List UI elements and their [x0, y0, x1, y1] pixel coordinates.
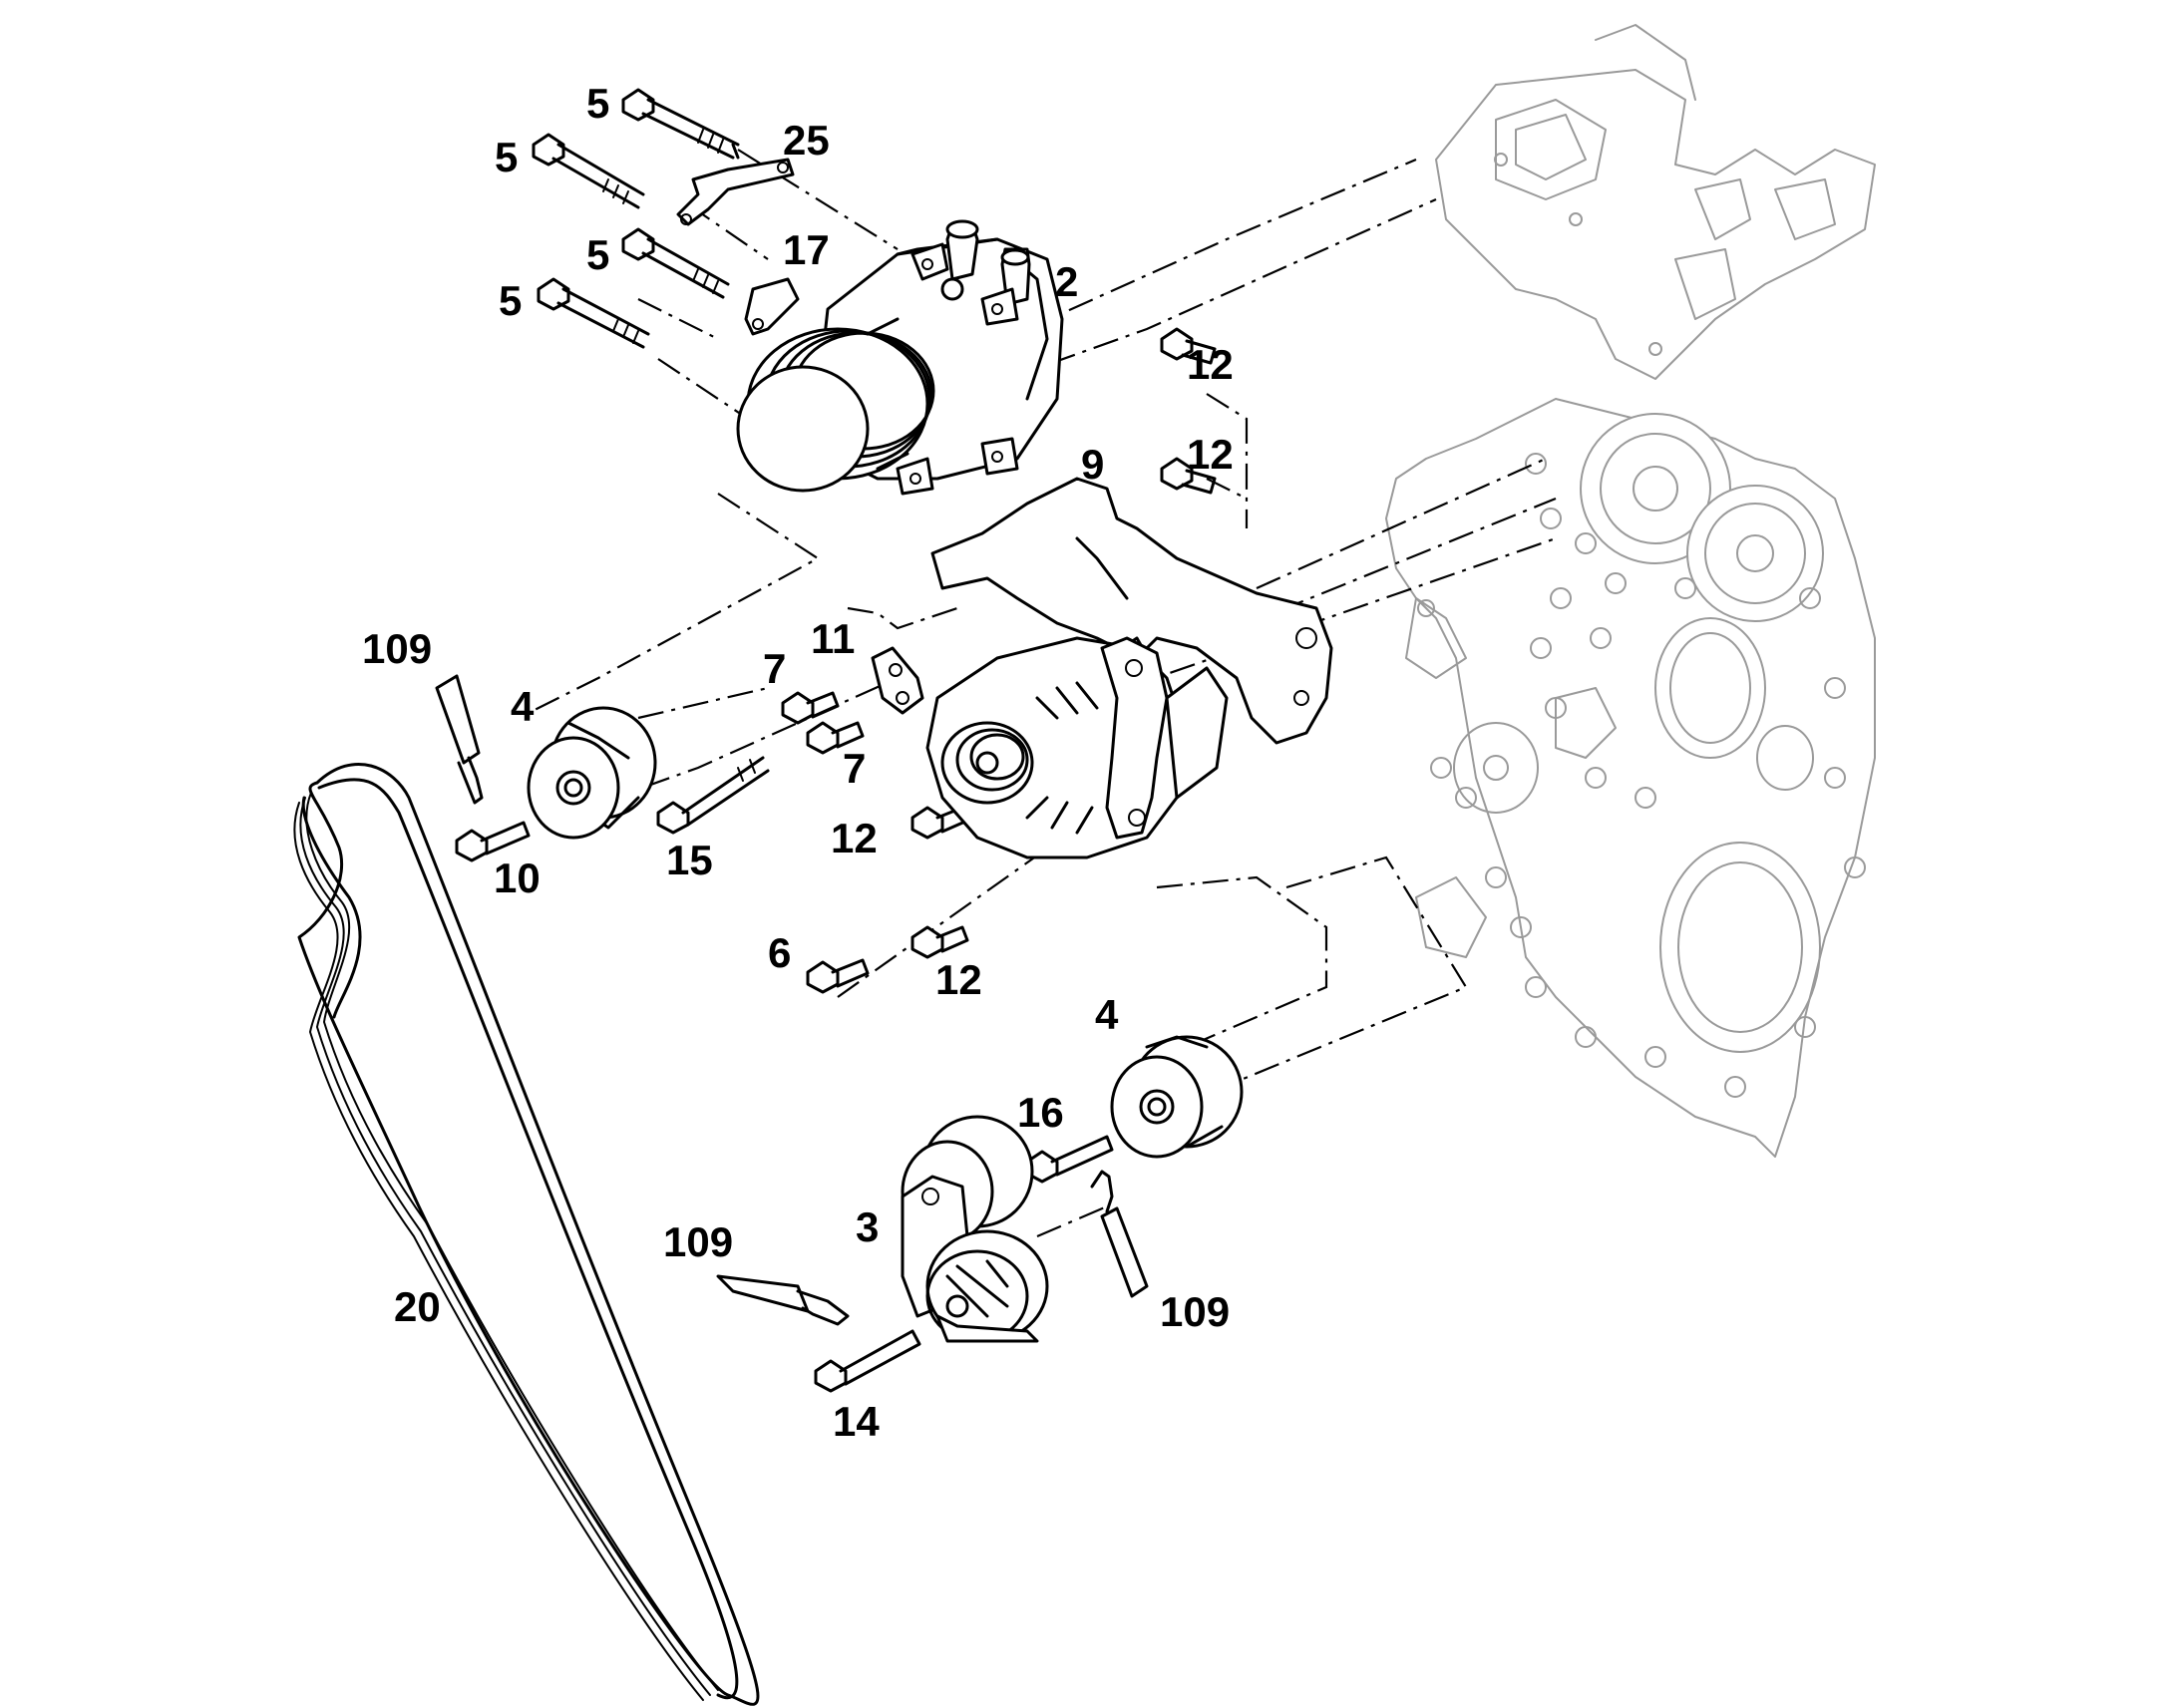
callout-6: 6: [768, 929, 791, 976]
bolt-14[interactable]: [814, 1329, 921, 1393]
sealant-tube-109-c[interactable]: [1090, 1170, 1149, 1298]
bolt-6[interactable]: [806, 958, 870, 994]
bolt-12-b[interactable]: [1160, 457, 1217, 495]
bolt-10[interactable]: [455, 821, 531, 862]
callout-labels: 5 5 5 5 25 17 2 12 12 9 11 7 7 109 4 10 …: [362, 80, 1234, 1445]
bolt-7-a[interactable]: [781, 691, 840, 725]
bolt-5-c[interactable]: [621, 227, 730, 299]
callout-15: 15: [666, 837, 713, 883]
callout-3: 3: [856, 1203, 879, 1250]
callout-4a: 4: [511, 683, 535, 730]
callout-109c: 109: [1160, 1288, 1230, 1335]
bolt-5-b[interactable]: [532, 133, 645, 209]
callout-109a: 109: [362, 625, 432, 672]
callout-14: 14: [833, 1398, 880, 1445]
callout-17: 17: [783, 226, 830, 273]
idler-pulley-4-lower[interactable]: [1110, 1035, 1244, 1159]
poly-v-belt-20[interactable]: [293, 763, 760, 1706]
bolt-12-d[interactable]: [910, 925, 969, 959]
callout-5b: 5: [495, 134, 518, 180]
callout-7a: 7: [763, 645, 786, 692]
link-plate-11[interactable]: [871, 646, 924, 715]
bracket-17[interactable]: [744, 277, 800, 336]
alternator[interactable]: [925, 636, 1229, 859]
callout-16: 16: [1017, 1089, 1064, 1136]
tension-arm[interactable]: [1100, 636, 1169, 840]
ac-compressor-2[interactable]: [736, 219, 1064, 496]
callout-2: 2: [1055, 258, 1078, 305]
callout-10: 10: [494, 854, 541, 901]
bolt-5-d[interactable]: [537, 277, 650, 349]
callout-4b: 4: [1095, 991, 1119, 1038]
sealant-tube-109-a[interactable]: [435, 674, 484, 805]
belt-tensioner-3[interactable]: [901, 1115, 1049, 1343]
callout-5d: 5: [499, 277, 522, 324]
bolt-5-a[interactable]: [621, 88, 740, 160]
callout-5c: 5: [586, 231, 609, 278]
callout-25: 25: [783, 117, 830, 164]
bracket-25[interactable]: [676, 158, 795, 226]
callout-11: 11: [811, 615, 855, 662]
engine-block-outline: [1385, 24, 1876, 1158]
callout-5a: 5: [586, 80, 609, 127]
callout-12c: 12: [831, 815, 878, 861]
mounting-bracket-9[interactable]: [930, 477, 1333, 745]
callout-9: 9: [1081, 441, 1104, 488]
callout-20: 20: [394, 1283, 441, 1330]
bolt-12-a[interactable]: [1160, 327, 1217, 365]
callout-12b: 12: [1187, 431, 1234, 478]
bolt-7-b[interactable]: [806, 721, 865, 755]
callout-7b: 7: [843, 745, 866, 792]
callout-12a: 12: [1187, 341, 1234, 388]
sealant-tube-109-b[interactable]: [716, 1274, 850, 1326]
bolt-15[interactable]: [656, 756, 770, 835]
bolt-5-group: [532, 88, 740, 349]
idler-pulley-4-upper[interactable]: [527, 706, 657, 840]
callout-12d: 12: [935, 956, 982, 1003]
callout-109b: 109: [663, 1218, 733, 1265]
